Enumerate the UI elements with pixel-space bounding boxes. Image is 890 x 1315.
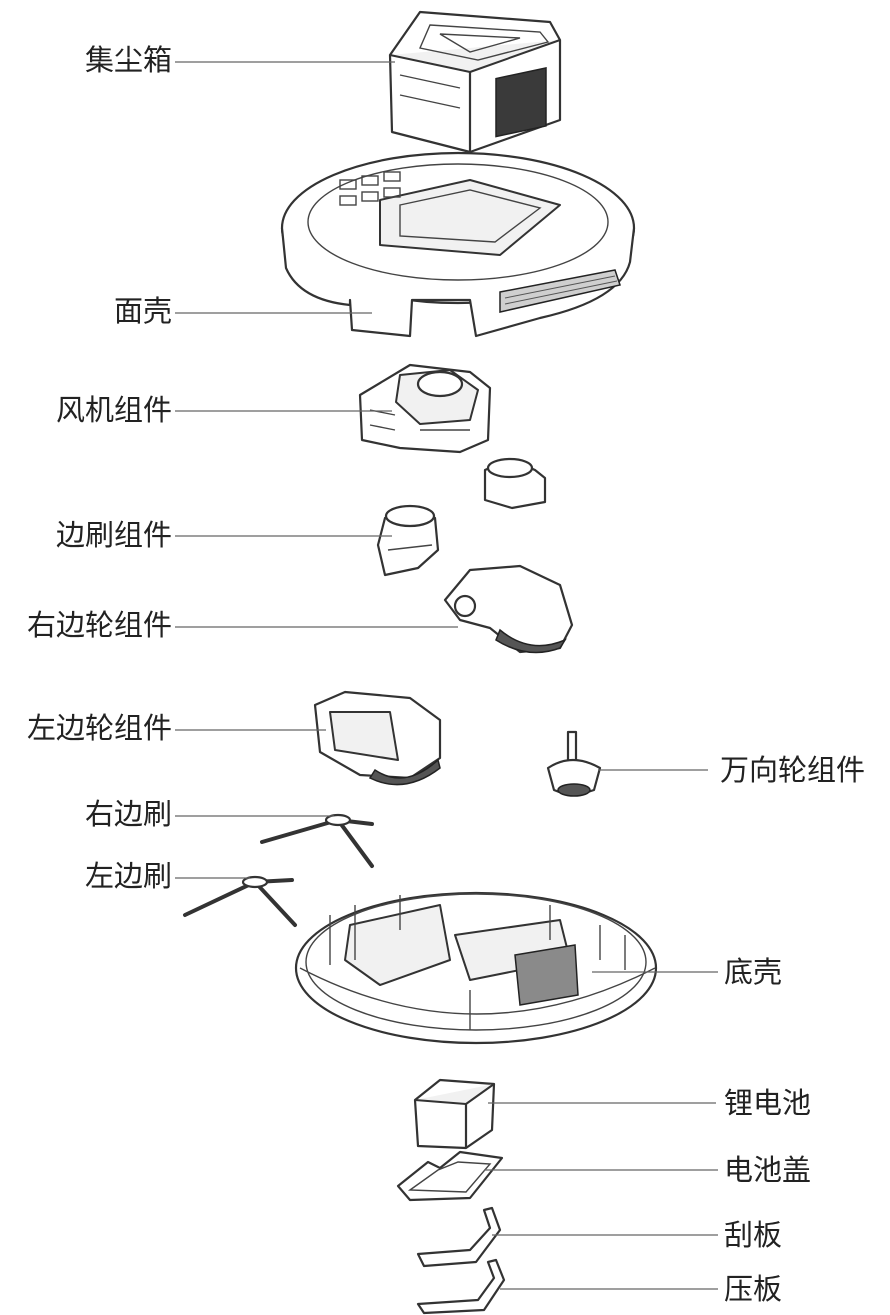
label-press-plate: 压板 bbox=[724, 1272, 783, 1306]
battery-cover-drawing bbox=[396, 1150, 504, 1202]
battery-drawing bbox=[413, 1078, 496, 1150]
scraper-drawing bbox=[416, 1206, 502, 1268]
dust-box-drawing bbox=[388, 10, 562, 154]
press-plate-drawing bbox=[416, 1258, 506, 1315]
label-dust-box: 集尘箱 bbox=[84, 43, 172, 77]
label-top-cover: 面壳 bbox=[113, 294, 172, 328]
left-side-brush-drawing bbox=[183, 875, 297, 927]
bottom-shell-drawing bbox=[294, 891, 658, 1045]
top-cover-drawing bbox=[280, 151, 636, 338]
left-wheel-drawing bbox=[313, 690, 442, 786]
brush-motor-drawing bbox=[483, 457, 547, 510]
label-bottom-shell: 底壳 bbox=[724, 955, 783, 989]
leader-lines bbox=[175, 61, 718, 1290]
caster-wheel-drawing bbox=[546, 730, 602, 797]
label-battery-cover: 电池盖 bbox=[724, 1153, 812, 1187]
label-right-wheel-assembly: 右边轮组件 bbox=[26, 608, 172, 642]
label-caster-wheel-assembly: 万向轮组件 bbox=[720, 753, 866, 787]
label-right-side-brush: 右边刷 bbox=[84, 797, 172, 831]
right-wheel-drawing bbox=[443, 564, 574, 654]
label-lithium-battery: 锂电池 bbox=[724, 1086, 812, 1120]
label-left-wheel-assembly: 左边轮组件 bbox=[26, 711, 172, 745]
label-side-brush-assembly: 边刷组件 bbox=[55, 518, 172, 552]
label-left-side-brush: 左边刷 bbox=[84, 859, 172, 893]
label-fan-assembly: 风机组件 bbox=[55, 393, 172, 427]
side-brush-assembly-drawing bbox=[376, 504, 440, 577]
fan-assembly-drawing bbox=[358, 363, 492, 454]
label-scraper: 刮板 bbox=[724, 1218, 783, 1252]
right-side-brush-drawing bbox=[260, 813, 374, 868]
